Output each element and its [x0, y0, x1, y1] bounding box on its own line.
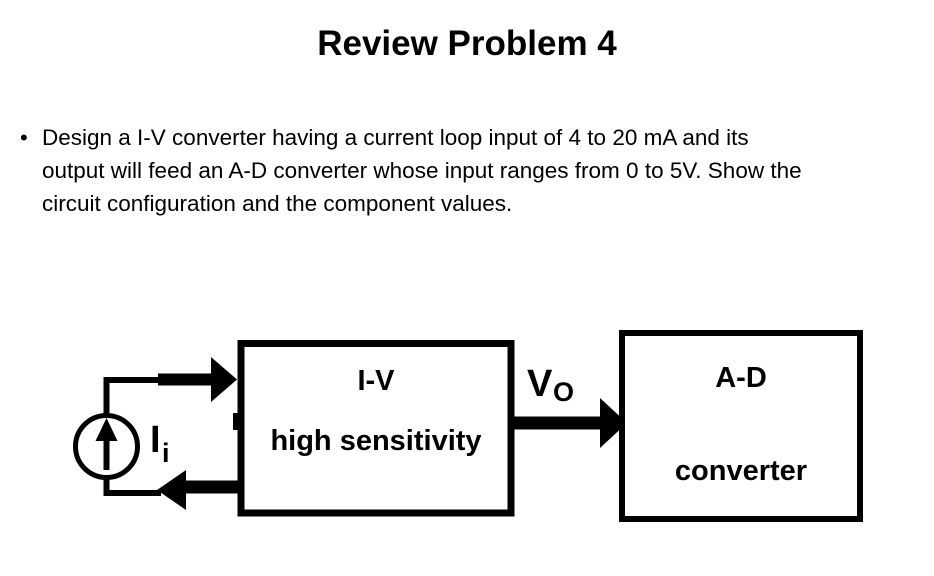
ad-block: A-D converter — [619, 330, 863, 522]
input-wire-top-thin — [103, 377, 164, 416]
output-wire — [513, 398, 627, 448]
right-arrowhead-icon — [211, 357, 237, 402]
up-arrowhead-icon — [95, 418, 118, 441]
current-source-label: I i — [150, 419, 170, 468]
right-arrowhead-icon — [600, 398, 627, 448]
bullet-item: • Design a I-V converter having a curren… — [20, 121, 925, 220]
return-wire-bottom-thin — [103, 478, 161, 496]
ad-block-title: A-D — [715, 362, 767, 394]
circuit-diagram: I i I-V high sensitivity V — [73, 330, 863, 522]
page-title: Review Problem 4 — [317, 24, 617, 63]
iv-block: I-V high sensitivity — [233, 340, 515, 517]
iv-block-left-stub — [233, 413, 242, 430]
output-signal-label: V O — [527, 363, 574, 407]
bullet-marker: • — [20, 125, 28, 150]
vo-label-main: V — [527, 363, 553, 405]
ad-block-subtitle: converter — [675, 455, 807, 487]
ad-block-box — [619, 330, 863, 522]
return-wire-bottom — [103, 470, 241, 510]
current-source-symbol — [73, 413, 140, 480]
bullet-text: Design a I-V converter having a current … — [42, 125, 802, 216]
current-label-subscript: i — [162, 438, 170, 468]
left-arrowhead-icon — [157, 470, 186, 510]
input-wire-top — [103, 357, 237, 416]
vo-label-subscript: O — [553, 377, 574, 407]
iv-block-title: I-V — [357, 365, 395, 397]
iv-block-subtitle: high sensitivity — [270, 425, 481, 457]
current-label-main: I — [150, 419, 161, 461]
